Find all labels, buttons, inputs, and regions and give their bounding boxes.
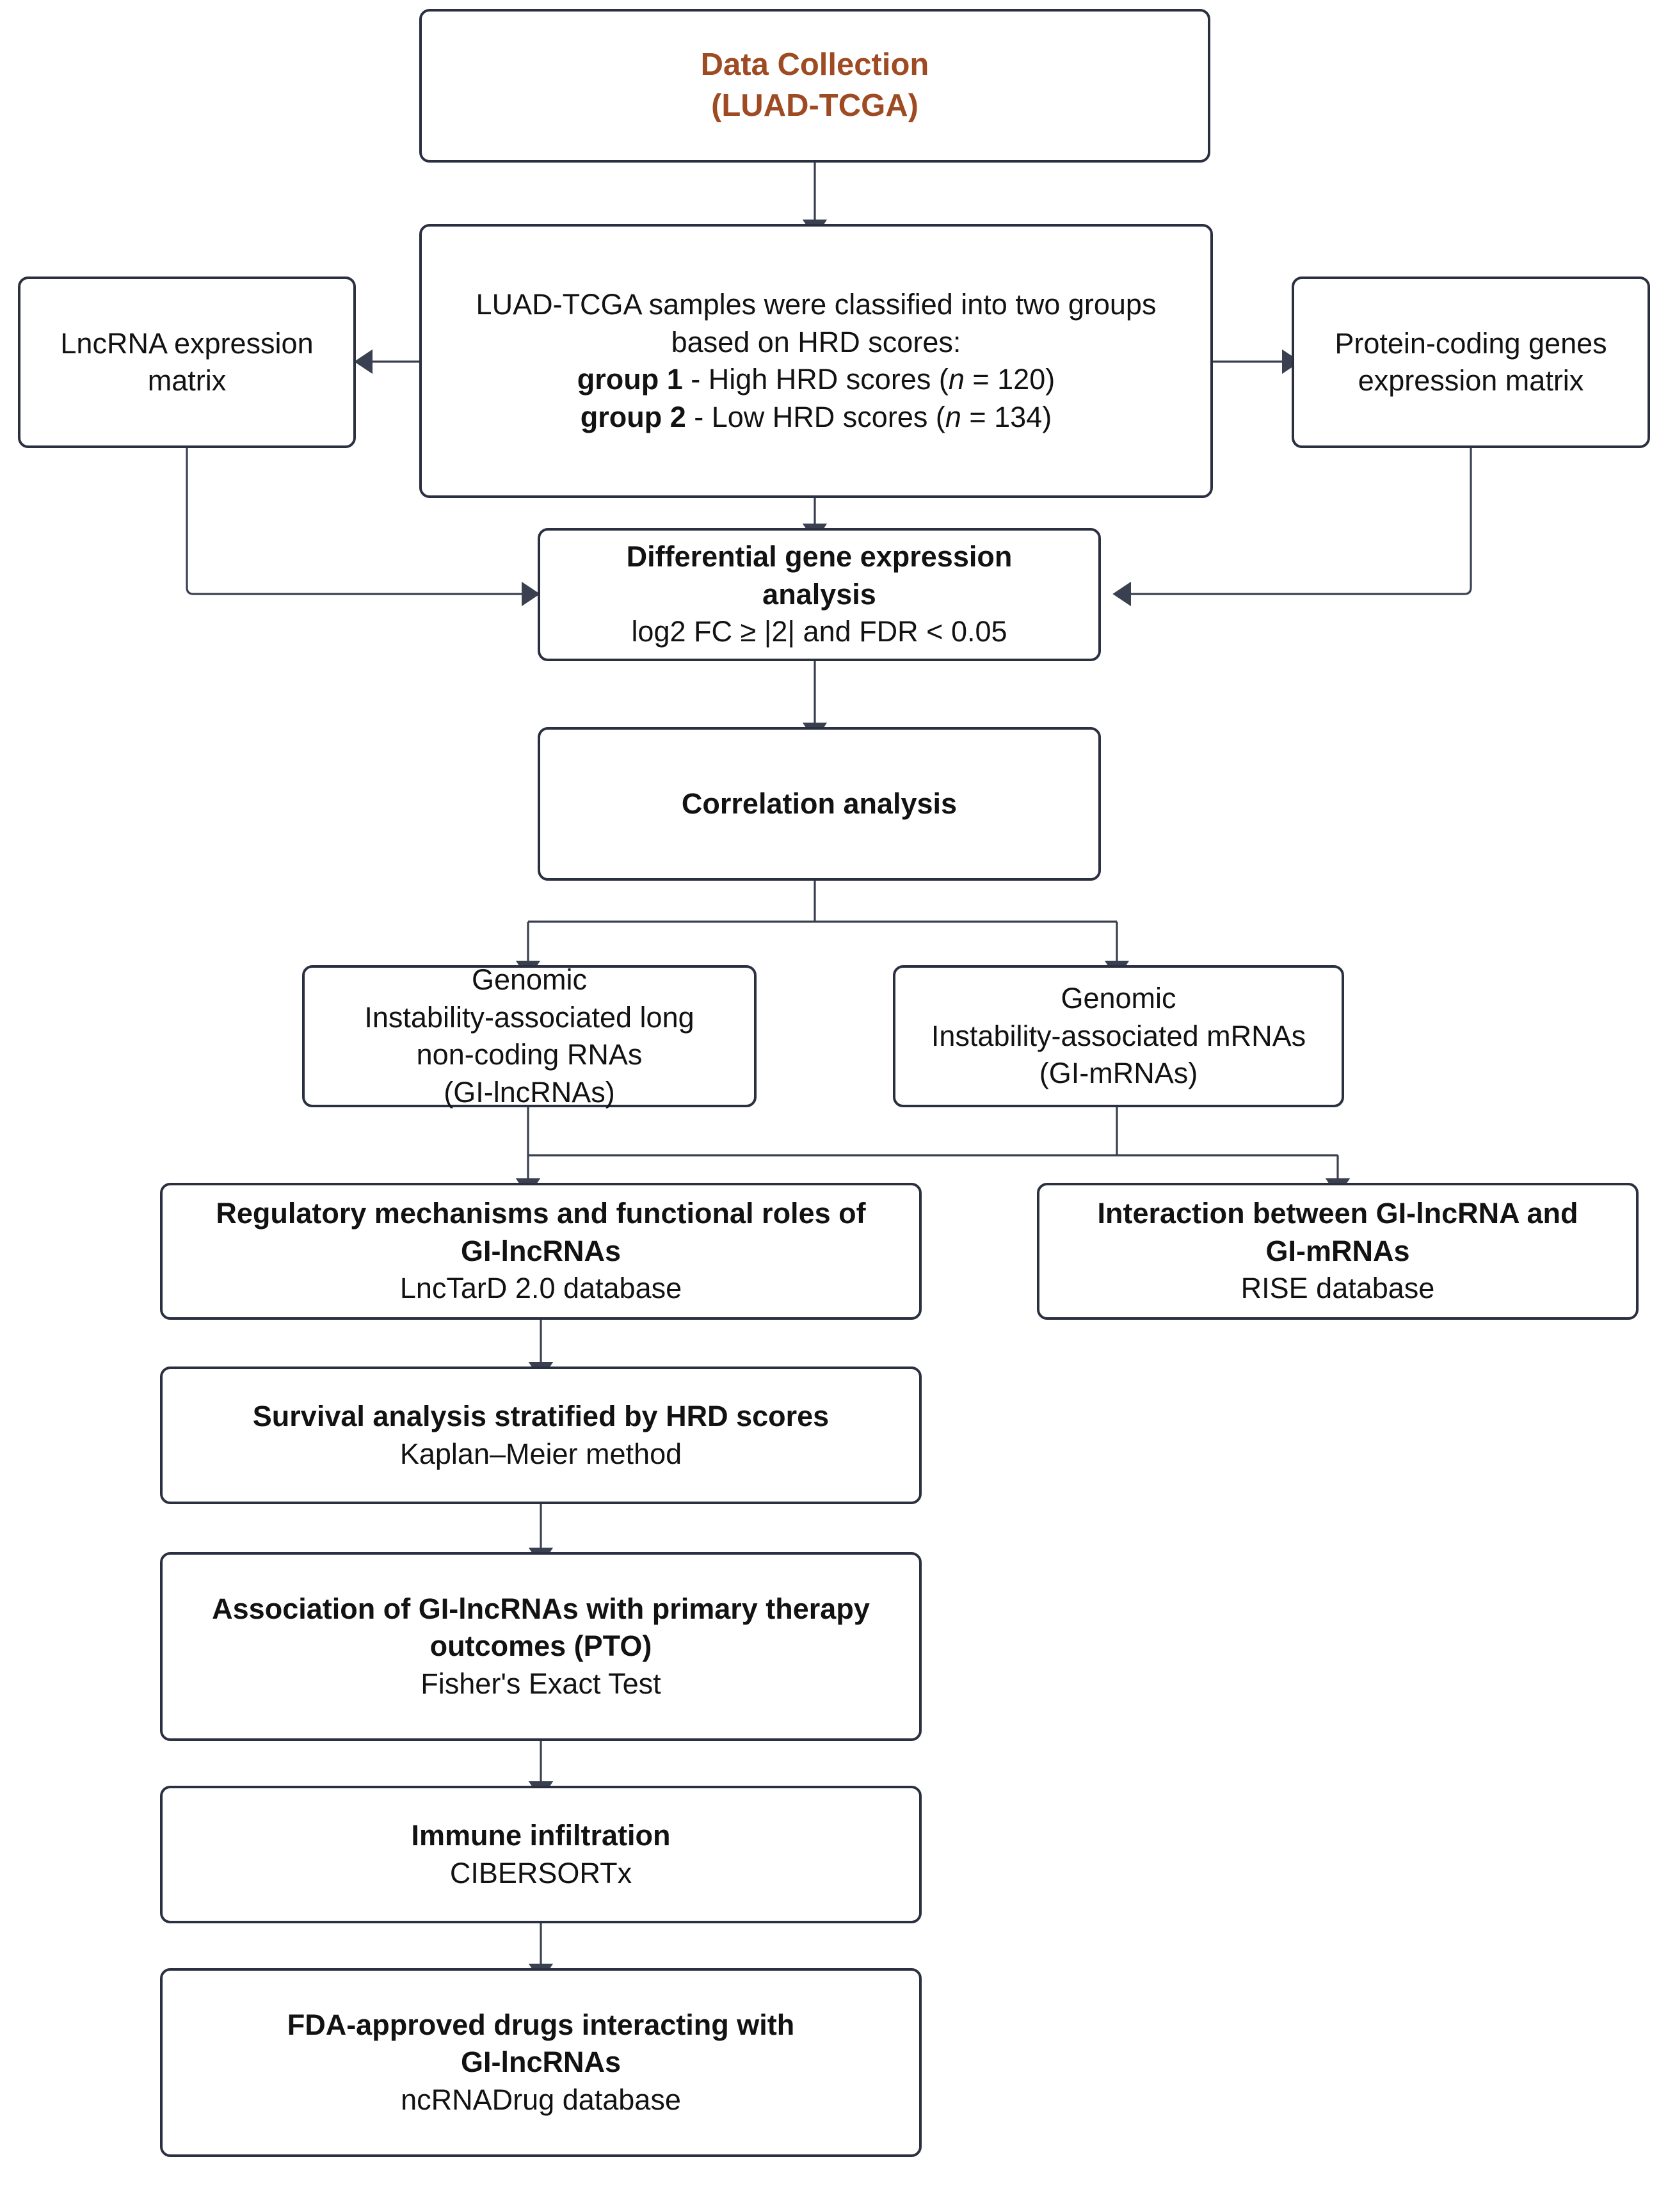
fda-line-2: GI-lncRNAs [460, 2046, 621, 2079]
group-1-n: n [948, 363, 965, 396]
node-interaction-lncrna-mrna[interactable]: Interaction between GI-lncRNA and GI-mRN… [1037, 1183, 1639, 1320]
node-differential-gene-expression[interactable]: Differential gene expression analysis lo… [538, 528, 1101, 661]
group-2-pre: - Low HRD scores ( [686, 400, 945, 433]
interaction-line-1: Interaction between GI-lncRNA and [1097, 1197, 1578, 1230]
node-survival-analysis[interactable]: Survival analysis stratified by HRD scor… [160, 1366, 922, 1504]
protein-matrix-line-1: Protein-coding genes [1335, 326, 1607, 360]
group-2-post: = 134) [961, 400, 1052, 433]
group-1-pre: - High HRD scores ( [682, 363, 949, 396]
node-correlation-analysis[interactable]: Correlation analysis [538, 727, 1101, 881]
association-line-1: Association of GI-lncRNAs with primary t… [212, 1592, 870, 1625]
gi-lncrnas-line-1: Genomic [471, 963, 588, 996]
gi-lncrnas-line-4: (GI-lncRNAs) [444, 1075, 615, 1109]
node-lncrna-expression-matrix[interactable]: LncRNA expression matrix [18, 276, 356, 448]
interaction-line-3: RISE database [1240, 1272, 1435, 1305]
classification-line-1: LUAD-TCGA samples were classified into t… [476, 288, 1157, 321]
group-2-n: n [945, 400, 961, 433]
gi-mrnas-line-3: (GI-mRNAs) [1039, 1057, 1198, 1090]
differential-line-1: Differential gene expression [626, 540, 1013, 573]
association-line-3: Fisher's Exact Test [421, 1667, 661, 1700]
classification-group-1: group 1 - High HRD scores (n = 120) [433, 361, 1199, 399]
fda-line-1: FDA-approved drugs interacting with [287, 2008, 795, 2041]
node-classification[interactable]: LUAD-TCGA samples were classified into t… [419, 224, 1213, 498]
data-collection-line-1: Data Collection [700, 47, 929, 83]
interaction-line-2: GI-mRNAs [1265, 1234, 1410, 1267]
fda-line-3: ncRNADrug database [401, 2083, 681, 2116]
gi-lncrnas-line-3: non-coding RNAs [416, 1038, 643, 1071]
survival-line-2: Kaplan–Meier method [399, 1437, 682, 1470]
differential-line-3: log2 FC ≥ |2| and FDR < 0.05 [631, 615, 1007, 648]
survival-line-1: Survival analysis stratified by HRD scor… [252, 1400, 830, 1432]
group-2-label: group 2 [580, 400, 686, 433]
gi-mrnas-line-2: Instability-associated mRNAs [931, 1019, 1306, 1052]
data-collection-line-2: (LUAD-TCGA) [711, 88, 918, 123]
group-1-post: = 120) [964, 363, 1055, 396]
node-data-collection[interactable]: Data Collection (LUAD-TCGA) [419, 9, 1210, 163]
gi-lncrnas-line-2: Instability-associated long [364, 1000, 694, 1034]
regulatory-line-1: Regulatory mechanisms and functional rol… [216, 1197, 866, 1230]
node-gi-mrnas[interactable]: Genomic Instability-associated mRNAs (GI… [893, 965, 1344, 1107]
lncrna-matrix-line-1: LncRNA expression [60, 326, 314, 360]
correlation-line-1: Correlation analysis [681, 787, 958, 820]
immune-line-2: CIBERSORTx [449, 1856, 632, 1889]
node-fda-approved-drugs[interactable]: FDA-approved drugs interacting with GI-l… [160, 1968, 922, 2157]
node-immune-infiltration[interactable]: Immune infiltration CIBERSORTx [160, 1786, 922, 1923]
gi-mrnas-line-1: Genomic [1061, 982, 1176, 1015]
regulatory-line-3: LncTarD 2.0 database [399, 1272, 682, 1305]
node-gi-lncrnas[interactable]: Genomic Instability-associated long non-… [302, 963, 757, 1109]
node-regulatory-mechanisms[interactable]: Regulatory mechanisms and functional rol… [160, 1183, 922, 1320]
association-line-2: outcomes (PTO) [429, 1630, 652, 1663]
immune-line-1: Immune infiltration [411, 1819, 671, 1852]
regulatory-line-2: GI-lncRNAs [460, 1234, 621, 1267]
classification-group-2: group 2 - Low HRD scores (n = 134) [433, 399, 1199, 437]
protein-matrix-line-2: expression matrix [1358, 364, 1584, 397]
lncrna-matrix-line-2: matrix [147, 364, 227, 397]
group-1-label: group 1 [577, 363, 683, 396]
classification-line-2: based on HRD scores: [671, 325, 961, 358]
node-association-pto[interactable]: Association of GI-lncRNAs with primary t… [160, 1552, 922, 1741]
differential-line-2: analysis [762, 577, 876, 611]
node-protein-coding-expression-matrix[interactable]: Protein-coding genes expression matrix [1292, 276, 1650, 448]
